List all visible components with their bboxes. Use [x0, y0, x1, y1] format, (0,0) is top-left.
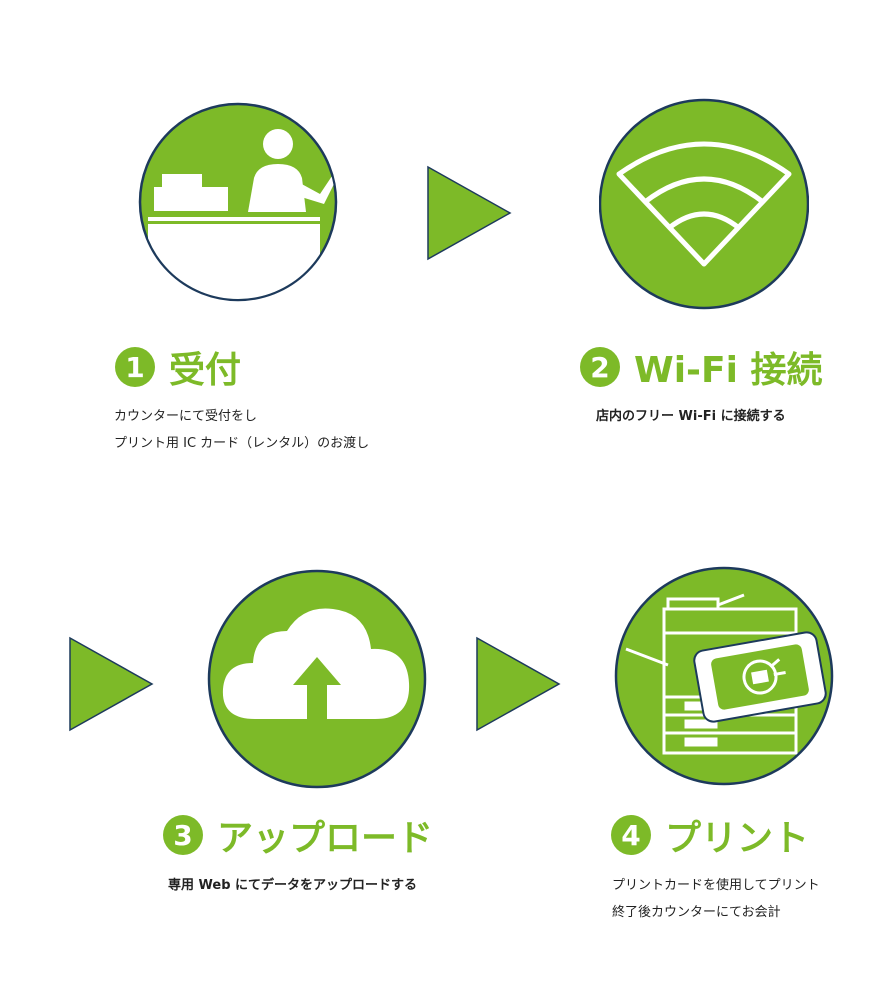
step-4-description: プリントカードを使用してプリント 終了後カウンターにてお会計	[612, 872, 820, 926]
arrow-right-icon	[475, 636, 561, 732]
step-number-badge: 1	[115, 347, 155, 387]
step-number-badge: 3	[163, 815, 203, 855]
printer-ic-card-icon	[625, 593, 827, 755]
step-number-badge: 2	[580, 347, 620, 387]
step-4-title: 4 プリント	[611, 809, 809, 861]
step-3-title: 3 アップロード	[163, 809, 433, 861]
description-line: 終了後カウンターにてお会計	[612, 905, 781, 920]
description-line: プリント用 IC カード（レンタル）のお渡し	[114, 436, 370, 451]
step-title-text: Wi-Fi 接続	[634, 350, 823, 391]
cloud-upload-icon	[222, 608, 410, 719]
step-2-title: 2 Wi-Fi 接続	[580, 341, 822, 393]
step-2-description: 店内のフリー Wi-Fi に接続する	[596, 403, 786, 430]
description-line: プリントカードを使用してプリント	[612, 878, 820, 893]
step-3-circle	[207, 567, 427, 791]
step-4-circle	[612, 565, 836, 787]
arrow-right-icon	[426, 165, 512, 261]
description-line: カウンターにて受付をし	[114, 409, 258, 424]
step-1-circle	[138, 92, 338, 312]
step-title-text: プリント	[665, 818, 810, 859]
step-title-text: アップロード	[217, 818, 434, 859]
description-line: 専用 Web にてデータをアップロードする	[168, 878, 418, 893]
arrow-right-icon	[68, 636, 154, 732]
step-1-description: カウンターにて受付をし プリント用 IC カード（レンタル）のお渡し	[114, 403, 369, 457]
step-3-description: 専用 Web にてデータをアップロードする	[168, 872, 417, 899]
description-line: 店内のフリー Wi-Fi に接続する	[596, 409, 786, 424]
wifi-icon	[616, 141, 792, 267]
step-title-text: 受付	[169, 350, 242, 391]
step-number-badge: 4	[611, 815, 651, 855]
step-2-circle	[599, 94, 809, 314]
step-1-title: 1 受付	[115, 341, 241, 393]
